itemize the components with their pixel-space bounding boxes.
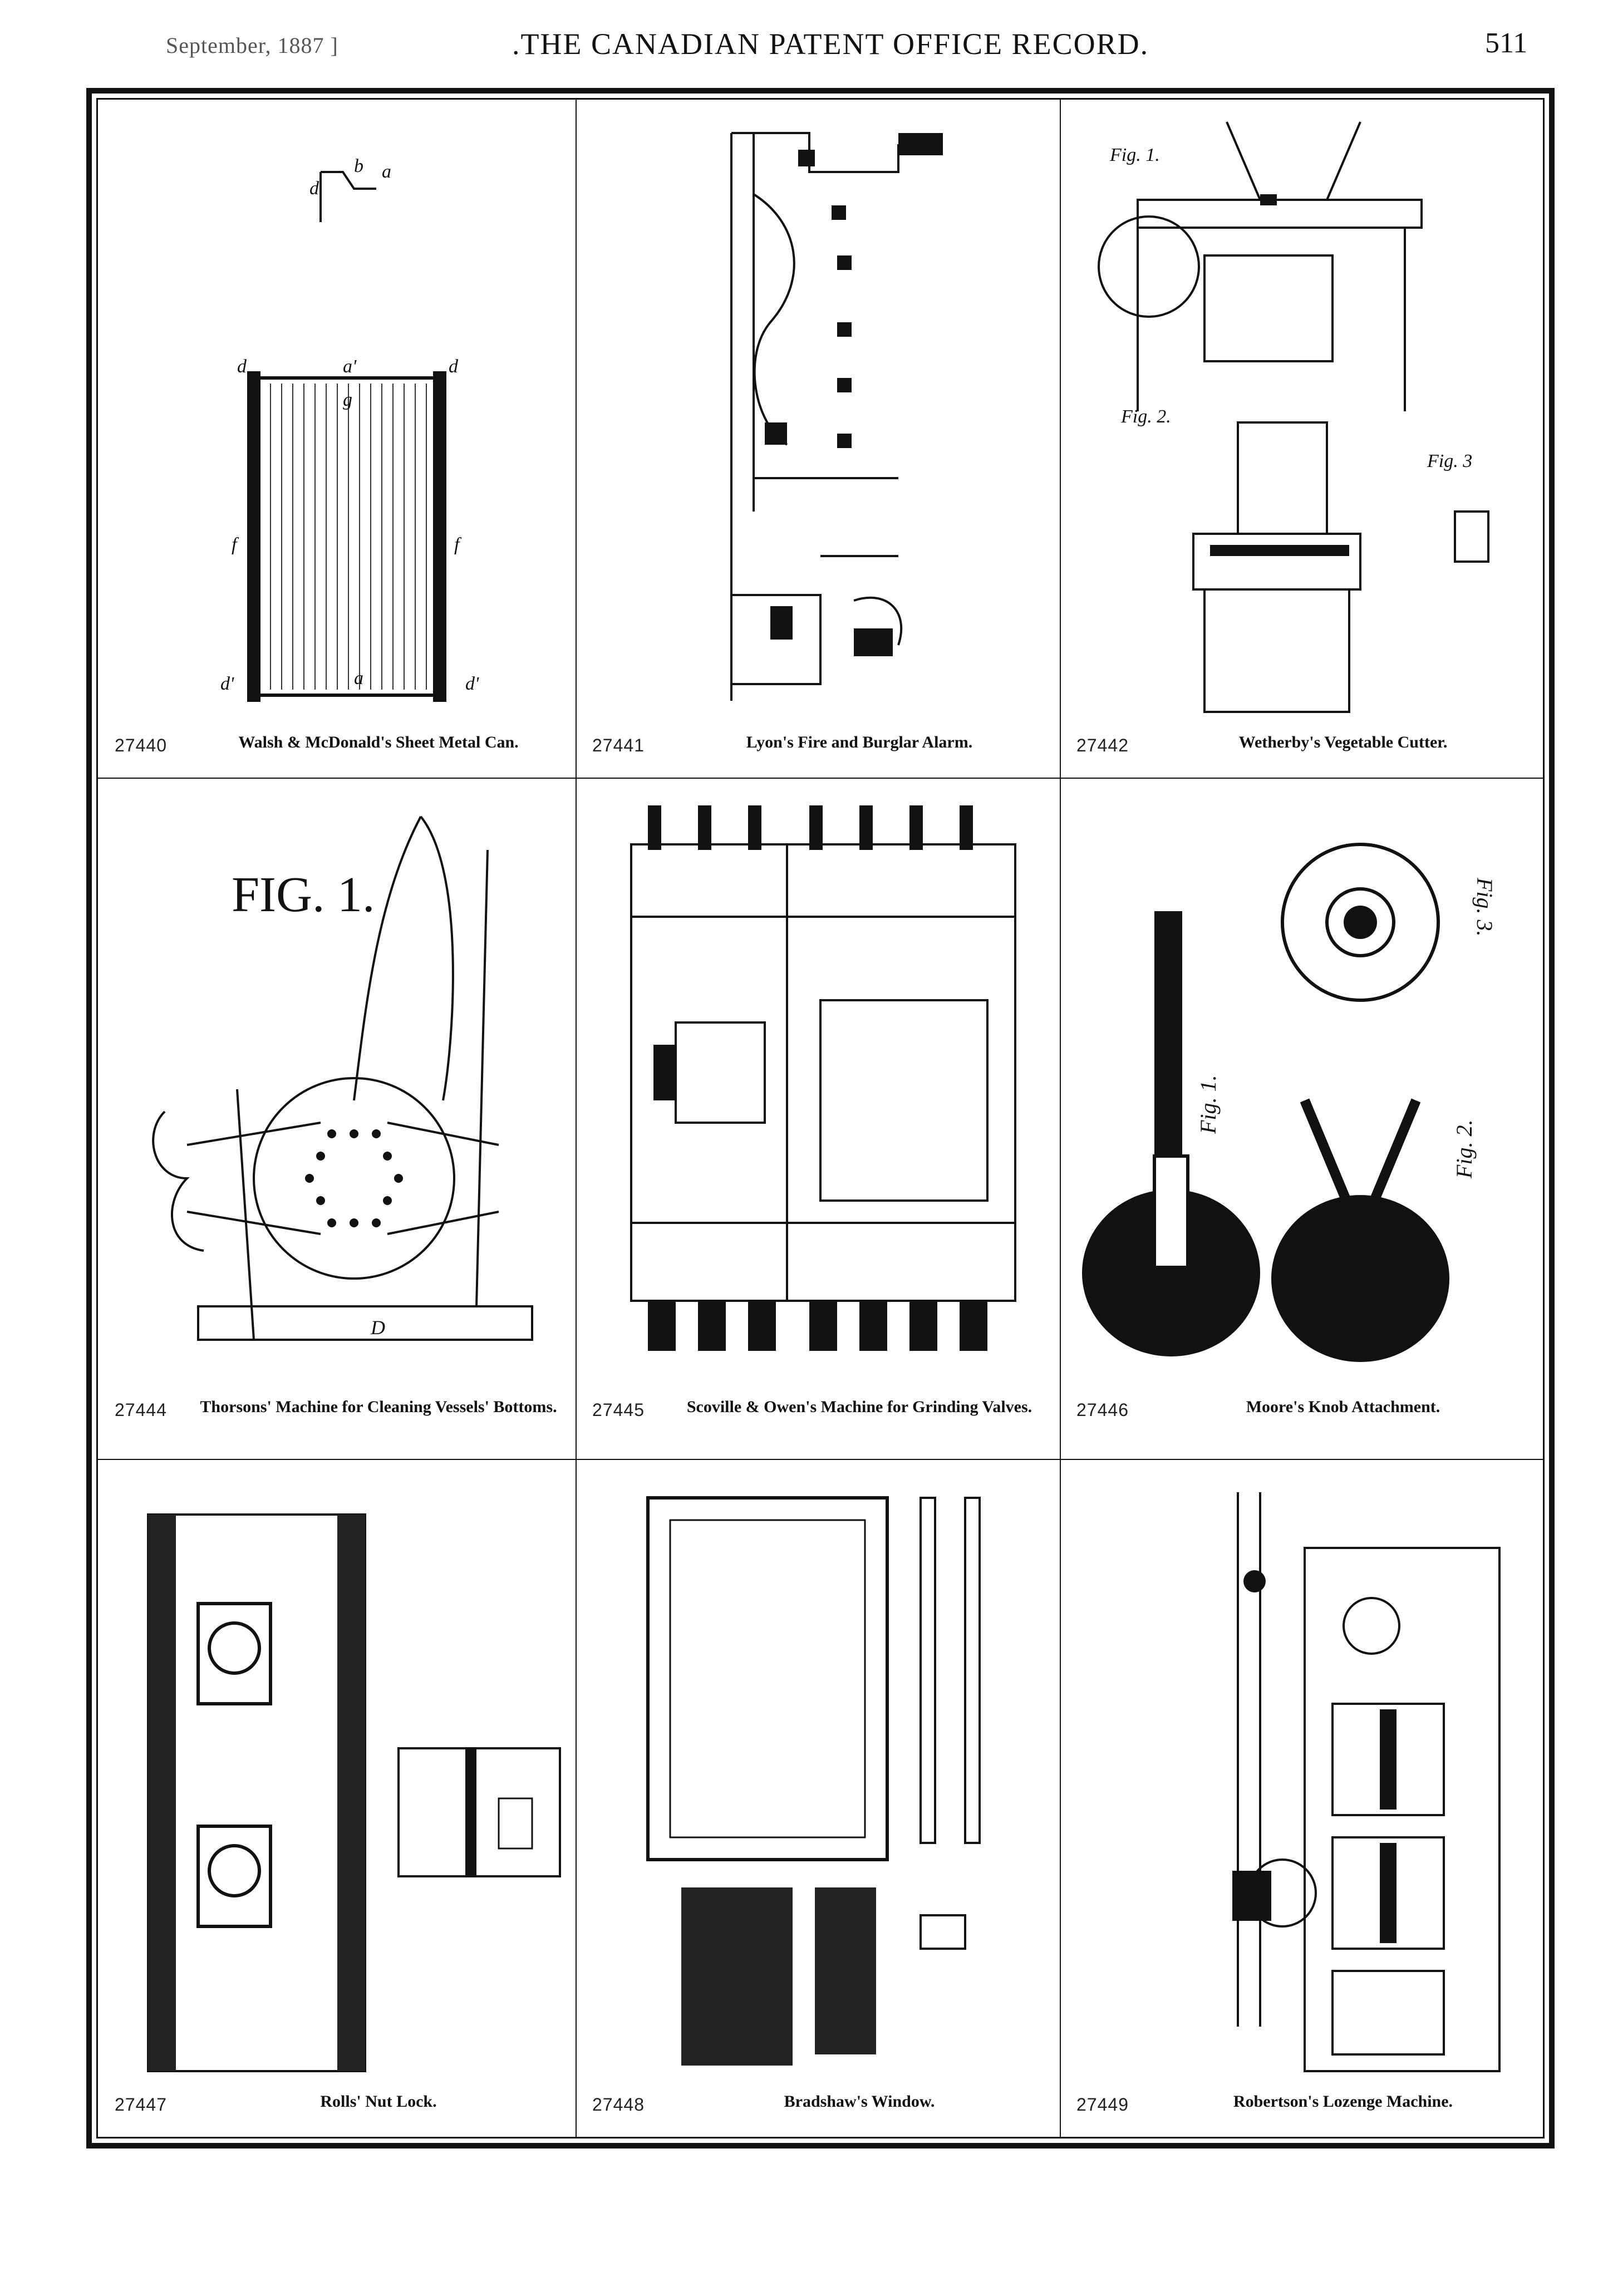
row-divider	[98, 1459, 1543, 1460]
grinding-machine-drawing	[587, 789, 1049, 1401]
nut-lock-drawing	[109, 1470, 564, 2082]
svg-text:d: d	[449, 356, 459, 377]
header-date: September, 1887 ]	[166, 33, 338, 58]
patent-title: Scoville & Owen's Machine for Grinding V…	[686, 1398, 1032, 1416]
figure-label: Fig. 2.	[1452, 1119, 1477, 1179]
svg-text:f: f	[232, 534, 239, 555]
figure-label: Fig. 3	[1427, 451, 1472, 471]
outer-frame	[86, 88, 1555, 2148]
svg-text:a': a'	[343, 356, 357, 377]
entry-caption: 27447 Rolls' Nut Lock.	[98, 2087, 576, 2137]
entry-caption: 27448 Bradshaw's Window.	[576, 2087, 1060, 2137]
column-divider	[1060, 100, 1061, 2137]
entry-caption: 27442 Wetherby's Vegetable Cutter.	[1060, 727, 1543, 778]
knob-drawing: Fig. 3. Fig. 1. Fig. 2.	[1071, 789, 1532, 1401]
figure-label: FIG. 1.	[232, 867, 375, 922]
column-divider	[576, 100, 577, 2137]
patent-entry: 27448 Bradshaw's Window.	[576, 1459, 1060, 2137]
patent-title: Moore's Knob Attachment.	[1246, 1398, 1440, 1416]
entry-caption: 27444 Thorsons' Machine for Cleaning Ves…	[98, 1392, 576, 1442]
patent-entry: 27441 Lyon's Fire and Burglar Alarm.	[576, 100, 1060, 778]
patent-number: 27445	[592, 1400, 645, 1420]
inner-frame	[96, 98, 1545, 2138]
entry-caption: 27449 Robertson's Lozenge Machine.	[1060, 2087, 1543, 2137]
patent-number: 27444	[115, 1400, 167, 1420]
entry-caption: 27441 Lyon's Fire and Burglar Alarm.	[576, 727, 1060, 778]
patent-number: 27447	[115, 2095, 167, 2115]
cleaning-machine-drawing: FIG. 1. D	[109, 789, 564, 1401]
patent-number: 27448	[592, 2095, 645, 2115]
patent-number: 27446	[1076, 1400, 1129, 1420]
page-number: 511	[1485, 27, 1528, 59]
patent-title: Rolls' Nut Lock.	[320, 2092, 437, 2111]
svg-text:d: d	[237, 356, 247, 377]
patent-title: Robertson's Lozenge Machine.	[1233, 2092, 1453, 2111]
patent-number: 27440	[115, 735, 167, 755]
svg-text:d: d	[309, 178, 319, 199]
alarm-drawing	[587, 111, 1049, 723]
patent-number: 27449	[1076, 2095, 1129, 2115]
svg-text:d': d'	[220, 673, 234, 694]
patent-entry: 27447 Rolls' Nut Lock.	[98, 1459, 576, 2137]
patent-number: 27442	[1076, 735, 1129, 755]
svg-text:a: a	[354, 668, 363, 689]
entry-caption: 27446 Moore's Knob Attachment.	[1060, 1392, 1543, 1442]
row-divider	[98, 778, 1543, 779]
patent-entry: Fig. 3. Fig. 1. Fig. 2. 27446 Moore's Kn…	[1060, 778, 1543, 1459]
patent-entry: Fig. 1. Fig. 2. Fig. 3	[1060, 100, 1543, 778]
figure-label: Fig. 2.	[1120, 406, 1171, 427]
figure-label: Fig. 1.	[1109, 145, 1160, 165]
lozenge-machine-drawing	[1071, 1470, 1532, 2082]
svg-text:f: f	[454, 534, 462, 555]
page-header: September, 1887 ] .THE CANADIAN PATENT O…	[0, 27, 1603, 77]
patent-title: Walsh & McDonald's Sheet Metal Can.	[238, 733, 519, 751]
window-drawing	[587, 1470, 1049, 2082]
patent-entry: FIG. 1. D	[98, 778, 576, 1459]
patent-entry: 27449 Robertson's Lozenge Machine.	[1060, 1459, 1543, 2137]
svg-text:D: D	[370, 1316, 385, 1339]
patent-title: Lyon's Fire and Burglar Alarm.	[746, 733, 973, 751]
svg-text:b: b	[354, 156, 363, 176]
patent-entry: 27445 Scoville & Owen's Machine for Grin…	[576, 778, 1060, 1459]
svg-text:g: g	[343, 390, 352, 410]
patent-title: Wetherby's Vegetable Cutter.	[1238, 733, 1448, 751]
patent-title: Bradshaw's Window.	[784, 2092, 935, 2111]
figure-label: Fig. 1.	[1196, 1075, 1221, 1134]
patent-title: Thorsons' Machine for Cleaning Vessels' …	[200, 1398, 557, 1416]
entry-caption: 27440 Walsh & McDonald's Sheet Metal Can…	[98, 727, 576, 778]
journal-title: .THE CANADIAN PATENT OFFICE RECORD.	[512, 27, 1149, 61]
svg-text:d': d'	[465, 673, 479, 694]
cutter-drawing: Fig. 1. Fig. 2. Fig. 3	[1071, 111, 1532, 723]
figure-label: Fig. 3.	[1472, 877, 1497, 937]
patent-number: 27441	[592, 735, 645, 755]
svg-text:a: a	[382, 161, 391, 182]
entry-caption: 27445 Scoville & Owen's Machine for Grin…	[576, 1392, 1060, 1442]
